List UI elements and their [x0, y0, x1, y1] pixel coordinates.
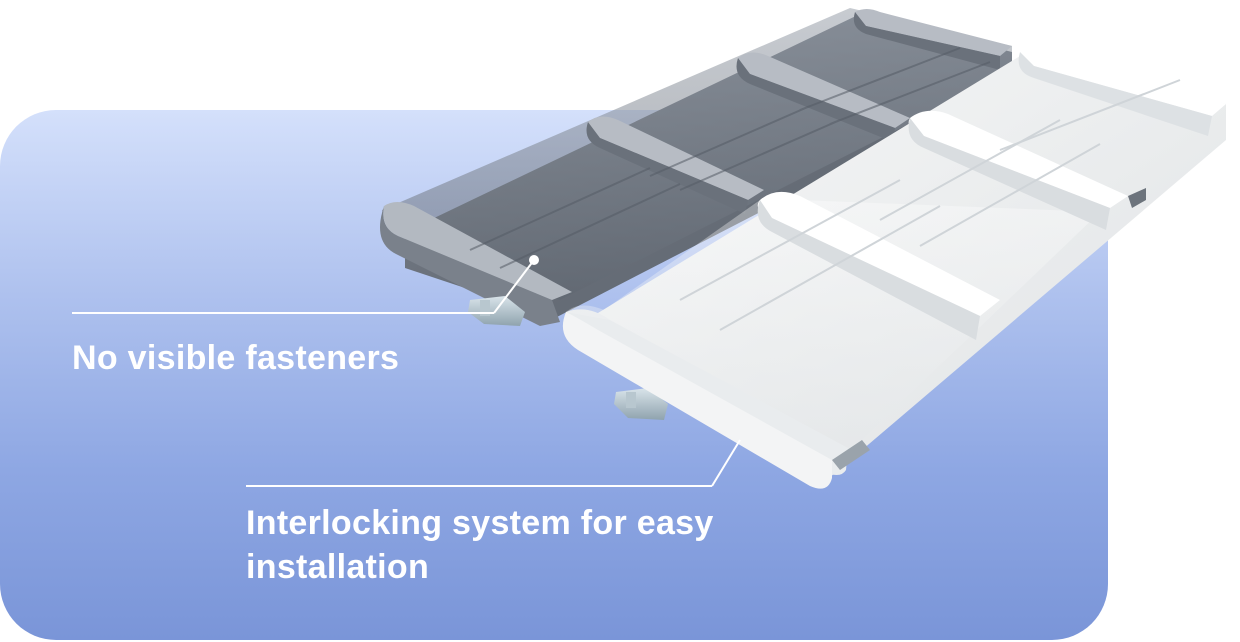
white-roof-sheet	[562, 45, 1226, 489]
callout-interlocking-system: Interlocking system for easy installatio…	[246, 504, 714, 586]
callout-leader-1	[72, 255, 539, 314]
grey-roof-sheet	[380, 8, 1012, 326]
callout-no-visible-fasteners: No visible fasteners	[72, 339, 400, 377]
fastener-clip-right	[614, 388, 668, 420]
callout-leader-2	[246, 439, 741, 487]
